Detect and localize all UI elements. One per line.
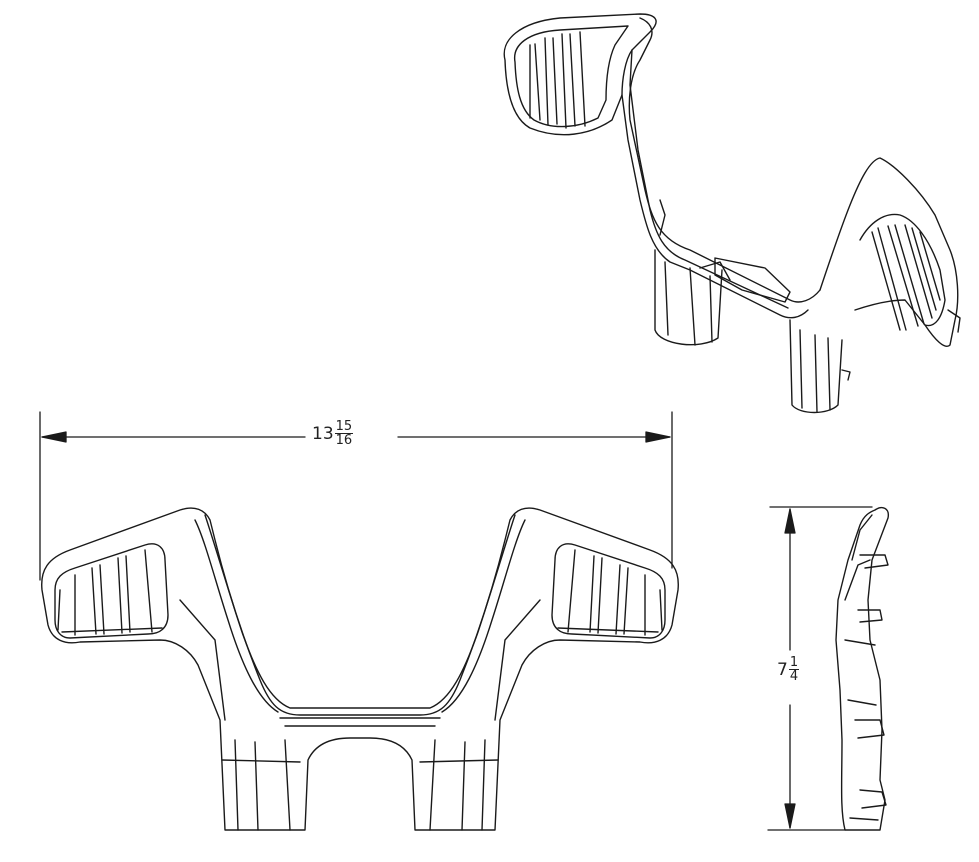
height-whole: 7	[777, 659, 788, 680]
height-fraction: 1 4	[788, 655, 800, 684]
width-fraction: 15 16	[334, 419, 354, 448]
height-numerator: 1	[788, 655, 800, 670]
width-numerator: 15	[334, 419, 354, 434]
side-view	[835, 506, 890, 831]
height-dimension	[767, 506, 873, 831]
front-view	[41, 507, 679, 831]
width-denominator: 16	[335, 433, 353, 448]
width-dimension	[39, 411, 673, 581]
height-denominator: 4	[789, 669, 799, 684]
width-whole: 13	[312, 423, 334, 444]
width-dimension-label: 13 15 16	[312, 419, 354, 448]
height-dimension-label: 7 1 4	[777, 655, 800, 684]
isometric-view	[503, 13, 961, 414]
